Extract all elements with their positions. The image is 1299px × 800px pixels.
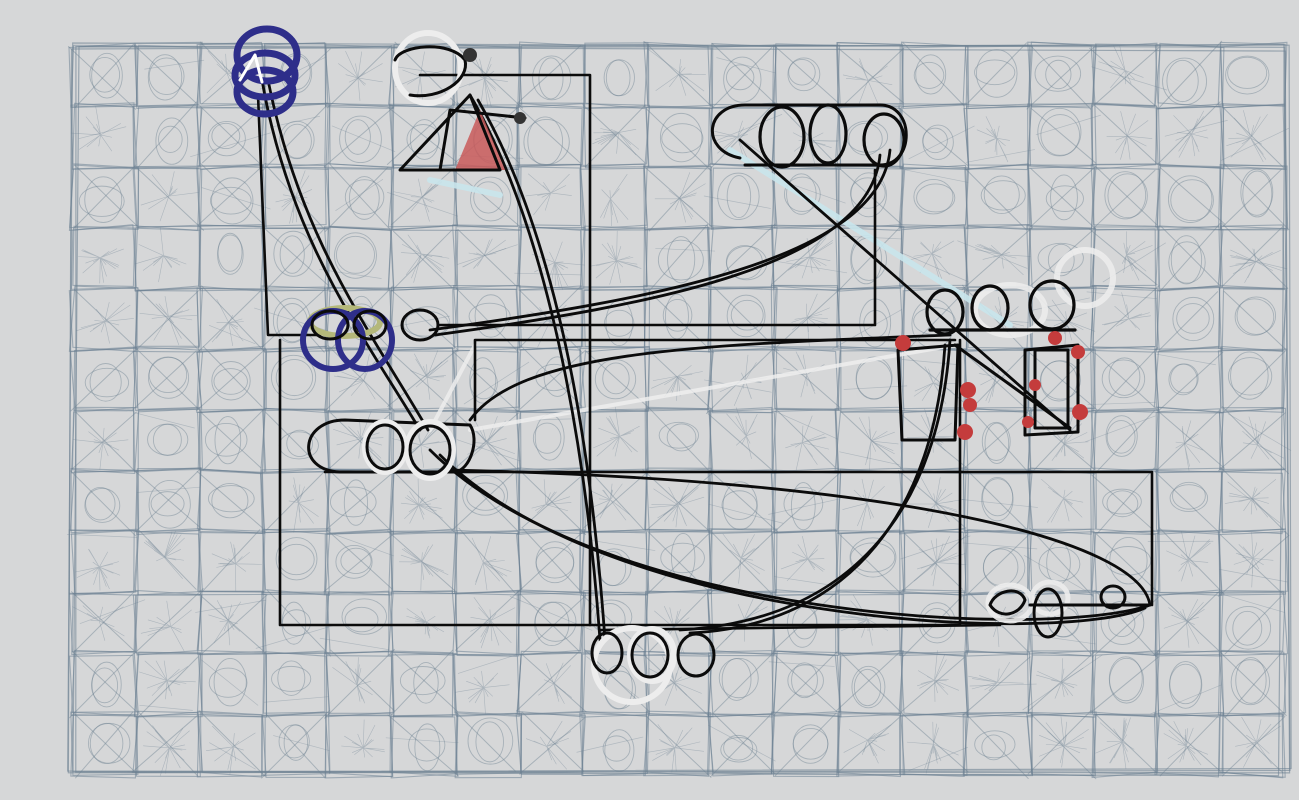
triangle-lines — [438, 108, 527, 172]
curve-long-right — [448, 468, 1152, 607]
connector-white-center-to-right — [468, 343, 957, 432]
arrow-icon — [238, 53, 264, 84]
white-ring — [627, 626, 677, 684]
red-dot — [1071, 345, 1085, 359]
red-dot — [963, 398, 977, 412]
oval — [310, 309, 350, 341]
white-ring — [972, 282, 1048, 338]
navy-ring — [233, 25, 301, 85]
oval-container — [307, 418, 476, 474]
curve-mid-to-top-right — [428, 148, 892, 332]
oval — [925, 288, 965, 336]
curve-right-to-bottom-2 — [688, 343, 947, 635]
node-three-ovals-bottom-center[interactable] — [590, 625, 716, 705]
rect-right — [1023, 343, 1080, 437]
curve-mid-to-top-right-2 — [433, 153, 882, 337]
oval — [1032, 587, 1064, 639]
oval — [408, 424, 452, 476]
white-ring — [1054, 247, 1116, 309]
frame-left-upper — [256, 93, 322, 337]
frame-bottom-right — [323, 470, 1154, 607]
navy-ring — [231, 49, 299, 101]
navy-ring — [233, 66, 297, 118]
white-ring — [404, 419, 456, 481]
frame-left-vertical — [278, 338, 962, 627]
node-navy-olive-mid-left[interactable] — [300, 305, 440, 372]
curve-center-to-right — [468, 333, 952, 422]
curve-diagonal-right — [738, 138, 1072, 432]
curve-navy-to-center-2 — [266, 78, 430, 432]
ring-ink — [393, 45, 467, 98]
frame-bottom-line — [598, 623, 1002, 632]
white-ring — [362, 419, 408, 475]
oval — [590, 631, 624, 675]
white-ring — [392, 30, 464, 106]
white-connectors — [428, 343, 957, 432]
node-three-ovals-center-left[interactable] — [307, 418, 476, 481]
light-blue-connectors — [427, 147, 1013, 328]
background-grid — [66, 40, 1292, 780]
red-dot — [960, 382, 976, 398]
ink-blob — [463, 48, 477, 62]
red-dot — [1029, 379, 1041, 391]
frame-mid — [473, 338, 957, 422]
oval — [862, 112, 906, 168]
connector-white-center-diag — [428, 343, 477, 432]
white-ring — [1029, 579, 1071, 617]
node-white-triangle-top[interactable] — [392, 30, 527, 172]
oval — [758, 105, 806, 169]
red-dot — [957, 424, 973, 440]
oval — [365, 423, 405, 471]
node-navy-top-left[interactable] — [231, 25, 301, 118]
triangle-outline — [398, 93, 502, 172]
rect-left — [896, 343, 960, 442]
oval — [676, 632, 716, 678]
curve-navy-to-center — [260, 78, 422, 432]
node-red-rectangles-right[interactable] — [895, 331, 1088, 442]
node-three-ovals-top-right[interactable] — [711, 103, 908, 169]
oval — [1099, 584, 1127, 610]
oval — [352, 309, 388, 341]
frame-top-rect — [418, 73, 592, 627]
rect-diagonal — [953, 343, 1072, 430]
red-dot — [1072, 404, 1088, 420]
black-curves — [260, 78, 1152, 642]
oval — [630, 631, 670, 679]
connector-light-blue-diagonal — [727, 147, 1013, 328]
curve-top-to-bottom-2 — [476, 98, 607, 642]
node-three-ovals-right[interactable] — [925, 247, 1116, 338]
ink-blob — [514, 112, 526, 124]
node-small-ovals-bottom-right[interactable] — [985, 579, 1152, 639]
oval — [808, 103, 848, 165]
frame-right-upper — [438, 168, 877, 327]
red-dot — [1048, 331, 1062, 345]
oval — [988, 589, 1027, 616]
oval — [400, 308, 440, 342]
red-dot — [1022, 416, 1034, 428]
curve-center-to-bottom-right-2 — [438, 453, 1147, 626]
red-dot — [895, 335, 911, 351]
curve-top-to-bottom — [468, 93, 602, 642]
connector-light-blue-short — [427, 177, 503, 198]
